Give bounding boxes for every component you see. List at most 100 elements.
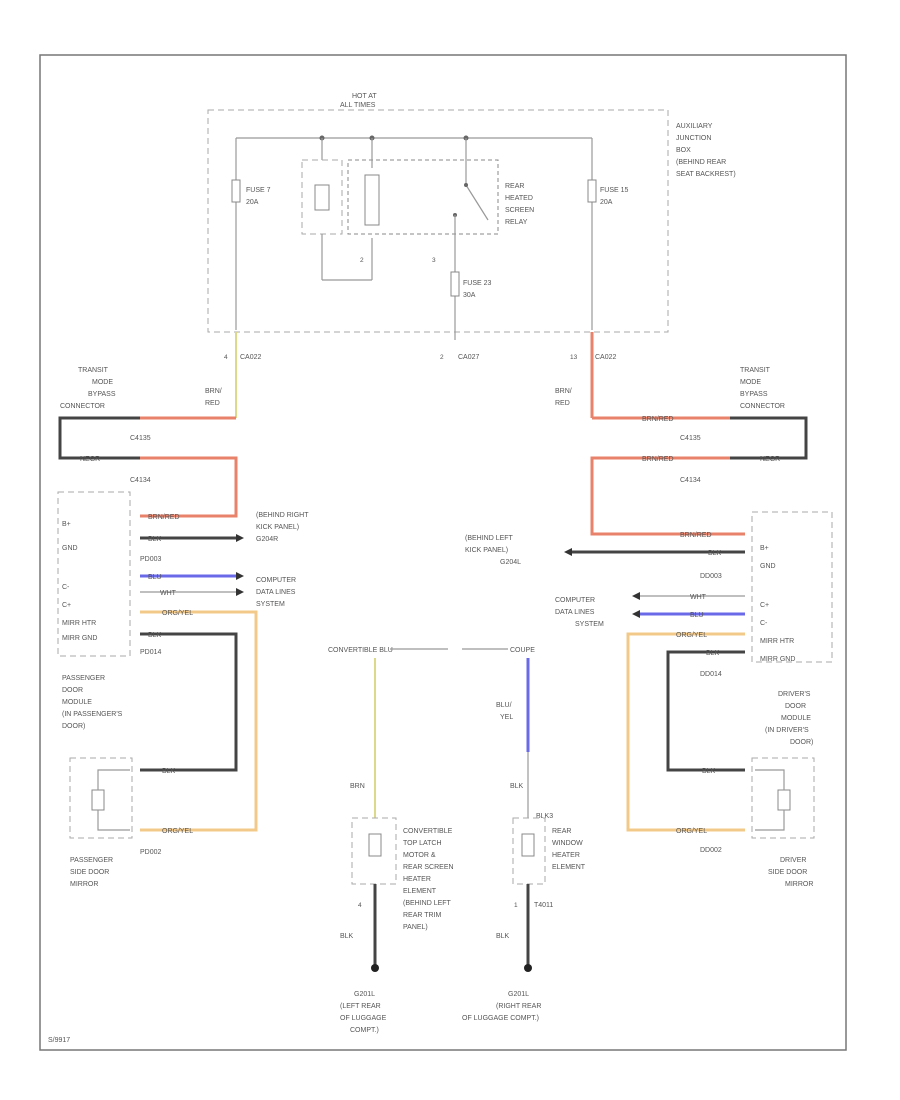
svg-text:MIRR GND: MIRR GND <box>760 656 795 663</box>
all-times-label: ALL TIMES <box>340 102 376 109</box>
data-arrow <box>236 572 244 580</box>
conv-motor-element <box>368 833 382 857</box>
brn-red-right-wire-label: BRN/RED <box>642 416 674 423</box>
svg-text:30A: 30A <box>463 292 476 299</box>
svg-text:MIRR HTR: MIRR HTR <box>62 620 96 627</box>
svg-text:G204L: G204L <box>500 559 521 566</box>
aux-junction-box-label: AUXILIARY JUNCTION BOX (BEHIND REAR SEAT… <box>676 123 736 178</box>
t4011-label: T4011 <box>534 902 553 909</box>
svg-text:C+: C+ <box>62 602 71 609</box>
svg-text:AUXILIARY: AUXILIARY <box>676 123 713 130</box>
svg-text:20A: 20A <box>600 199 613 206</box>
svg-text:(IN PASSENGER'S: (IN PASSENGER'S <box>62 711 123 718</box>
mirror-internal-wire <box>97 769 130 790</box>
brn-label: BRN <box>350 783 365 790</box>
svg-text:B+: B+ <box>760 545 769 552</box>
svg-text:(IN DRIVER'S: (IN DRIVER'S <box>765 727 809 734</box>
pin-13: 13 <box>570 354 578 361</box>
mirror-blk-right: BLK <box>702 768 716 775</box>
mirror-org-right: ORG/YEL <box>676 828 707 835</box>
svg-text:MIRR HTR: MIRR HTR <box>760 638 794 645</box>
passenger-module-pins: B+ GND C- C+ MIRR HTR MIRR GND PD003 PD0… <box>62 521 162 656</box>
svg-text:TRANSIT: TRANSIT <box>78 367 109 374</box>
svg-text:COMPUTER: COMPUTER <box>555 597 595 604</box>
driver-mirror-heater <box>777 789 791 811</box>
negr-right: NEGR <box>760 456 780 463</box>
mirror-internal-wire <box>755 810 785 831</box>
left-blk-mirror-wire <box>140 632 238 772</box>
pin-4: 4 <box>224 354 228 361</box>
driver-mirror-label: DRIVER SIDE DOOR MIRROR <box>768 857 813 888</box>
svg-text:G204R: G204R <box>256 536 278 543</box>
driver-door-module-label: DRIVER'S DOOR MODULE (IN DRIVER'S DOOR) <box>765 691 813 746</box>
left-wire-org-yel: ORG/YEL <box>162 610 193 617</box>
right-wire-org-yel: ORG/YEL <box>676 632 707 639</box>
svg-text:DRIVER: DRIVER <box>780 857 806 864</box>
svg-text:MOTOR &: MOTOR & <box>403 852 436 859</box>
transit-mode-left-label: TRANSIT MODE BYPASS CONNECTOR <box>60 367 116 410</box>
c4134-left: C4134 <box>130 477 151 484</box>
svg-text:B+: B+ <box>62 521 71 528</box>
svg-text:BOX: BOX <box>676 147 691 154</box>
passenger-mirror-box <box>69 757 133 839</box>
svg-text:OF LUGGAGE: OF LUGGAGE <box>340 1015 387 1022</box>
ground-arrow <box>236 534 244 542</box>
svg-text:RELAY: RELAY <box>505 219 528 226</box>
svg-text:COMPT.): COMPT.) <box>350 1027 379 1034</box>
driver-module-pins: B+ GND C+ C- MIRR HTR MIRR GND DD003 DD0… <box>700 545 795 678</box>
svg-text:SIDE DOOR: SIDE DOOR <box>70 869 109 876</box>
svg-text:DRIVER'S: DRIVER'S <box>778 691 811 698</box>
passenger-mirror-heater <box>91 789 105 811</box>
aux-junction-box <box>207 109 669 333</box>
svg-text:MODULE: MODULE <box>62 699 92 706</box>
svg-text:ELEMENT: ELEMENT <box>552 864 586 871</box>
svg-text:DOOR): DOOR) <box>62 723 85 730</box>
svg-text:DOOR: DOOR <box>785 703 806 710</box>
mirror-internal-wire <box>755 769 785 790</box>
svg-text:GND: GND <box>760 563 776 570</box>
blk3-label: BLK3 <box>536 813 553 820</box>
svg-text:FUSE 7: FUSE 7 <box>246 187 271 194</box>
footer-code: S/9917 <box>48 1037 70 1044</box>
svg-text:MODE: MODE <box>740 379 761 386</box>
driver-mirror-box <box>751 757 815 839</box>
left-wire-blk: BLK <box>148 536 162 543</box>
svg-text:TOP LATCH: TOP LATCH <box>403 840 442 847</box>
svg-text:C-: C- <box>760 620 768 627</box>
svg-text:(BEHIND RIGHT: (BEHIND RIGHT <box>256 512 309 519</box>
right-brn-red-wire <box>590 456 745 536</box>
pin-4-conv: 4 <box>358 902 362 909</box>
blu-yel-label: YEL <box>500 714 513 721</box>
c4134-right: C4134 <box>680 477 701 484</box>
svg-text:MODULE: MODULE <box>781 715 811 722</box>
passenger-door-module-box <box>57 491 131 657</box>
data-arrow <box>236 588 244 596</box>
blk-bot-left: BLK <box>340 933 354 940</box>
blk-bot-right: BLK <box>496 933 510 940</box>
fuse-23: FUSE 23 30A <box>450 271 492 299</box>
right-blk-mirror-wire <box>666 650 745 772</box>
ca022-left-label: CA022 <box>240 354 262 361</box>
ground-point <box>524 964 532 972</box>
left-brn-red-wire <box>140 456 238 518</box>
svg-text:CONNECTOR: CONNECTOR <box>60 403 105 410</box>
svg-text:MIRROR: MIRROR <box>70 881 98 888</box>
svg-text:REAR TRIM: REAR TRIM <box>403 912 442 919</box>
blu-yel-label: BLU/ <box>496 702 512 709</box>
svg-text:WINDOW: WINDOW <box>552 840 583 847</box>
svg-text:FUSE 15: FUSE 15 <box>600 187 629 194</box>
svg-text:(LEFT REAR: (LEFT REAR <box>340 1003 381 1010</box>
svg-text:DD014: DD014 <box>700 671 722 678</box>
right-wire-blk2: BLK <box>706 650 720 657</box>
coupe-label: COUPE <box>510 647 535 654</box>
svg-text:DATA LINES: DATA LINES <box>555 609 595 616</box>
ca022-right-label: CA022 <box>595 354 617 361</box>
svg-text:OF LUGGAGE COMPT.): OF LUGGAGE COMPT.) <box>462 1015 539 1022</box>
left-org-yel-wire <box>140 610 258 832</box>
brn-red-right-label: RED <box>555 400 570 407</box>
svg-text:PASSENGER: PASSENGER <box>70 857 113 864</box>
right-wire-blu: BLU <box>690 612 704 619</box>
transit-right-loop <box>730 416 808 460</box>
negr-left: NEGR <box>80 456 100 463</box>
